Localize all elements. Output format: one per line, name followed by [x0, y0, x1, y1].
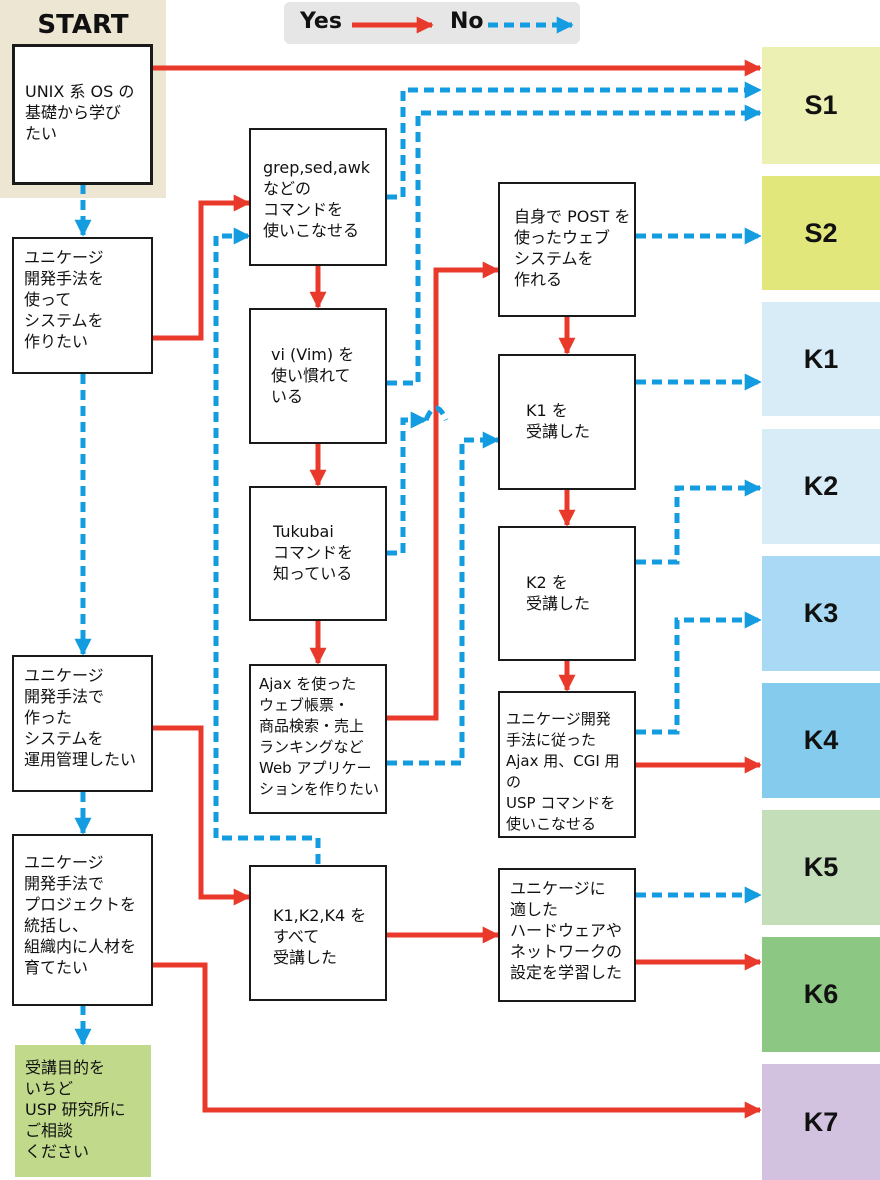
node-usp-commands: ユニケージ開発 手法に従った Ajax 用、CGI 用の USP コマンドを 使…	[498, 691, 636, 838]
edge-ajax-k1q	[387, 431, 500, 766]
edge-develop-grep	[152, 194, 251, 341]
result-k7: K7	[762, 1064, 880, 1180]
edge-ajax-post	[387, 261, 500, 721]
edge-grep-s1	[387, 81, 762, 200]
node-k1-attended: K1 を 受講した	[498, 354, 636, 490]
node-k1-k2-k4: K1,K2,K4 を すべて 受講した	[249, 865, 387, 1001]
legend-yes-label: Yes	[300, 9, 342, 34]
edge-operate-k124	[152, 725, 251, 906]
result-k4: K4	[762, 683, 880, 798]
node-tukubai: Tukubai コマンドを 知っている	[249, 486, 387, 621]
edge-usp-k3	[636, 611, 762, 735]
node-grep-sed-awk: grep,sed,awk などの コマンドを 使いこなせる	[249, 128, 387, 266]
result-k3: K3	[762, 556, 880, 671]
result-k2: K2	[762, 429, 880, 544]
edge-tukubai-k1q	[387, 411, 428, 556]
node-develop-system: ユニケージ 開発手法を 使って システムを 作りたい	[12, 237, 153, 374]
node-operate-system: ユニケージ 開発手法で 作った システムを 運用管理したい	[12, 655, 153, 792]
result-s2: S2	[762, 176, 880, 290]
edge-k124-grep	[213, 227, 321, 864]
result-k6: K6	[762, 937, 880, 1052]
node-manage-project: ユニケージ 開発手法で プロジェクトを 統括し、 組織内に人材を 育てたい	[12, 834, 153, 1006]
edge-k2q-k2	[636, 479, 762, 565]
start-node: UNIX 系 OS の 基礎から学び たい	[12, 44, 153, 185]
node-hardware-network: ユニケージに 適した ハードウェアや ネットワークの 設定を学習した	[498, 868, 636, 1002]
result-k5: K5	[762, 810, 880, 925]
edge-manage-k7	[152, 962, 762, 1119]
node-k2-attended: K2 を 受講した	[498, 526, 636, 661]
legend-no-label: No	[450, 9, 484, 34]
result-k1: K1	[762, 302, 880, 416]
edge-crossing-hop	[423, 405, 449, 422]
node-vim: vi (Vim) を 使い慣れて いる	[249, 308, 387, 444]
consult-note: 受講目的を いちど USP 研究所に ご相談 ください	[15, 1045, 151, 1177]
node-ajax-webapp: Ajax を使った ウェブ帳票・ 商品検索・売上 ランキングなど Web アプリ…	[249, 664, 387, 814]
node-post-websystem: 自身で POST を 使ったウェブ システムを 作れる	[498, 182, 636, 317]
start-label: START	[37, 10, 129, 40]
result-s1: S1	[762, 47, 880, 164]
edge-vim-s1	[387, 104, 762, 386]
